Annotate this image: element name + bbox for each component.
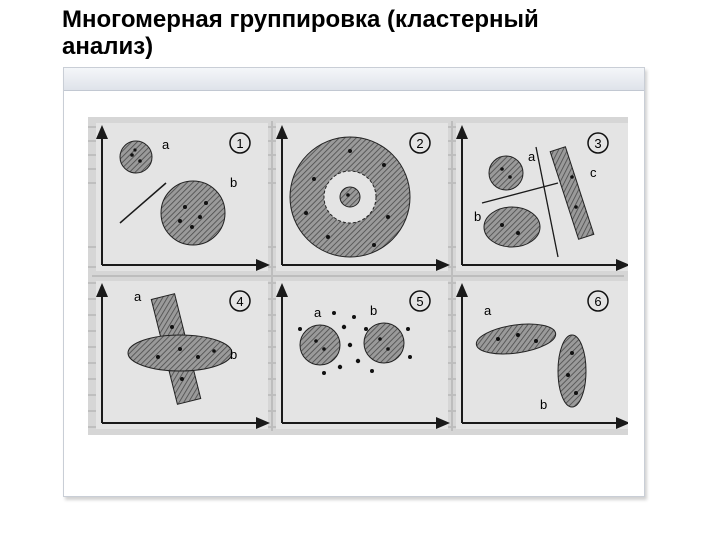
panel-2: 2: [276, 123, 448, 271]
label-b: b: [474, 209, 481, 224]
title-line-1: Многомерная группировка (кластерный: [62, 6, 662, 33]
cluster-a: [120, 141, 152, 173]
panel-number: 2: [416, 136, 423, 151]
label-c: c: [590, 165, 597, 180]
cluster-b: [161, 181, 225, 245]
cluster-analysis-figure: 1 a b 2 3 a b c: [88, 117, 628, 435]
panel-number: 1: [236, 136, 243, 151]
label-b: b: [230, 347, 237, 362]
cluster-b: [558, 335, 586, 407]
panel-number: 6: [594, 294, 601, 309]
label-a: a: [134, 289, 142, 304]
label-b: b: [230, 175, 237, 190]
cluster-a: [300, 325, 340, 365]
cluster-a: [489, 156, 523, 190]
cluster-b: [484, 207, 540, 247]
panel-number: 5: [416, 294, 423, 309]
panel-4: 4 a b: [96, 281, 268, 429]
label-b: b: [540, 397, 547, 412]
cluster-b: [364, 323, 404, 363]
frame-title-bar: [64, 68, 644, 91]
panel-number: 3: [594, 136, 601, 151]
label-a: a: [528, 149, 536, 164]
core-cluster: [340, 187, 360, 207]
title-line-2: анализ): [62, 33, 662, 60]
panel-6: 6 a b: [456, 281, 628, 429]
label-b: b: [370, 303, 377, 318]
panel-number: 4: [236, 294, 243, 309]
panel-3: 3 a b c: [456, 123, 628, 271]
cluster-b: [128, 335, 232, 371]
label-a: a: [314, 305, 322, 320]
label-a: a: [484, 303, 492, 318]
panel-5: 5 a b: [276, 281, 448, 429]
slide-title: Многомерная группировка (кластерный анал…: [62, 6, 662, 60]
label-a: a: [162, 137, 170, 152]
panel-1: 1 a b: [96, 123, 268, 271]
